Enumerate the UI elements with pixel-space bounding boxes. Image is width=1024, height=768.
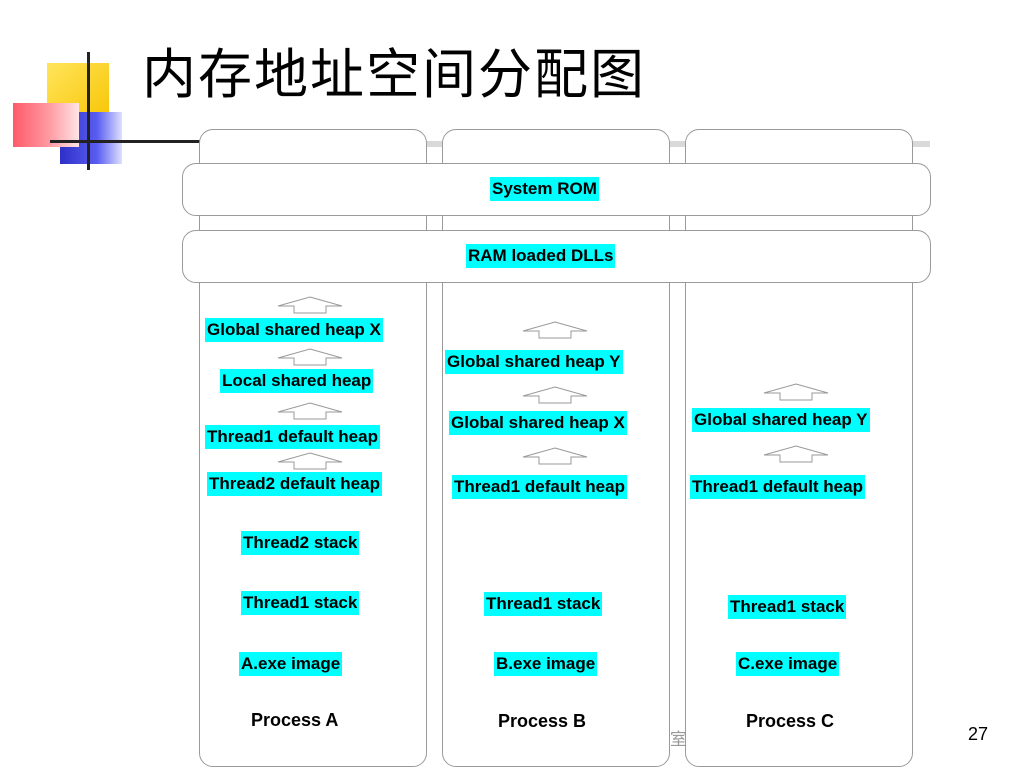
process-a-thread2-stack: Thread2 stack	[241, 531, 360, 555]
process-a-name: Process A	[251, 710, 339, 730]
growth-arrow-icon	[762, 445, 830, 463]
decorative-horizontal-line	[50, 140, 200, 143]
process-a-thread2-heap: Thread2 default heap	[207, 472, 382, 496]
process-a-image: A.exe image	[239, 652, 343, 676]
growth-arrow-icon	[276, 296, 344, 314]
slide-title: 内存地址空间分配图	[142, 43, 646, 106]
growth-arrow-icon	[276, 452, 344, 470]
process-b-name: Process B	[498, 711, 587, 731]
process-c-name: Process C	[746, 711, 835, 731]
process-c-thread1-heap: Thread1 default heap	[690, 475, 865, 499]
system-rom-label: System ROM	[490, 177, 599, 201]
growth-arrow-icon	[521, 386, 589, 404]
process-c-thread1-stack: Thread1 stack	[728, 595, 847, 619]
process-b-global-heap-x: Global shared heap X	[449, 411, 627, 435]
ram-dlls-label: RAM loaded DLLs	[466, 244, 616, 268]
process-c-global-heap-y: Global shared heap Y	[692, 408, 870, 432]
growth-arrow-icon	[276, 348, 344, 366]
growth-arrow-icon	[762, 383, 830, 401]
process-b-thread1-heap: Thread1 default heap	[452, 475, 627, 499]
process-a-local-heap: Local shared heap	[220, 369, 374, 393]
growth-arrow-icon	[276, 402, 344, 420]
process-c-image: C.exe image	[736, 652, 840, 676]
process-b-image: B.exe image	[494, 652, 598, 676]
footer-text-fragment: 室	[670, 730, 687, 750]
decorative-red-square	[13, 103, 79, 147]
growth-arrow-icon	[521, 447, 589, 465]
page-number: 27	[968, 724, 989, 744]
process-a-global-heap-x: Global shared heap X	[205, 318, 383, 342]
decorative-vertical-line	[87, 52, 90, 170]
process-a-thread1-heap: Thread1 default heap	[205, 425, 380, 449]
process-b-thread1-stack: Thread1 stack	[484, 592, 603, 616]
process-b-global-heap-y: Global shared heap Y	[445, 350, 623, 374]
growth-arrow-icon	[521, 321, 589, 339]
process-a-thread1-stack: Thread1 stack	[241, 591, 360, 615]
